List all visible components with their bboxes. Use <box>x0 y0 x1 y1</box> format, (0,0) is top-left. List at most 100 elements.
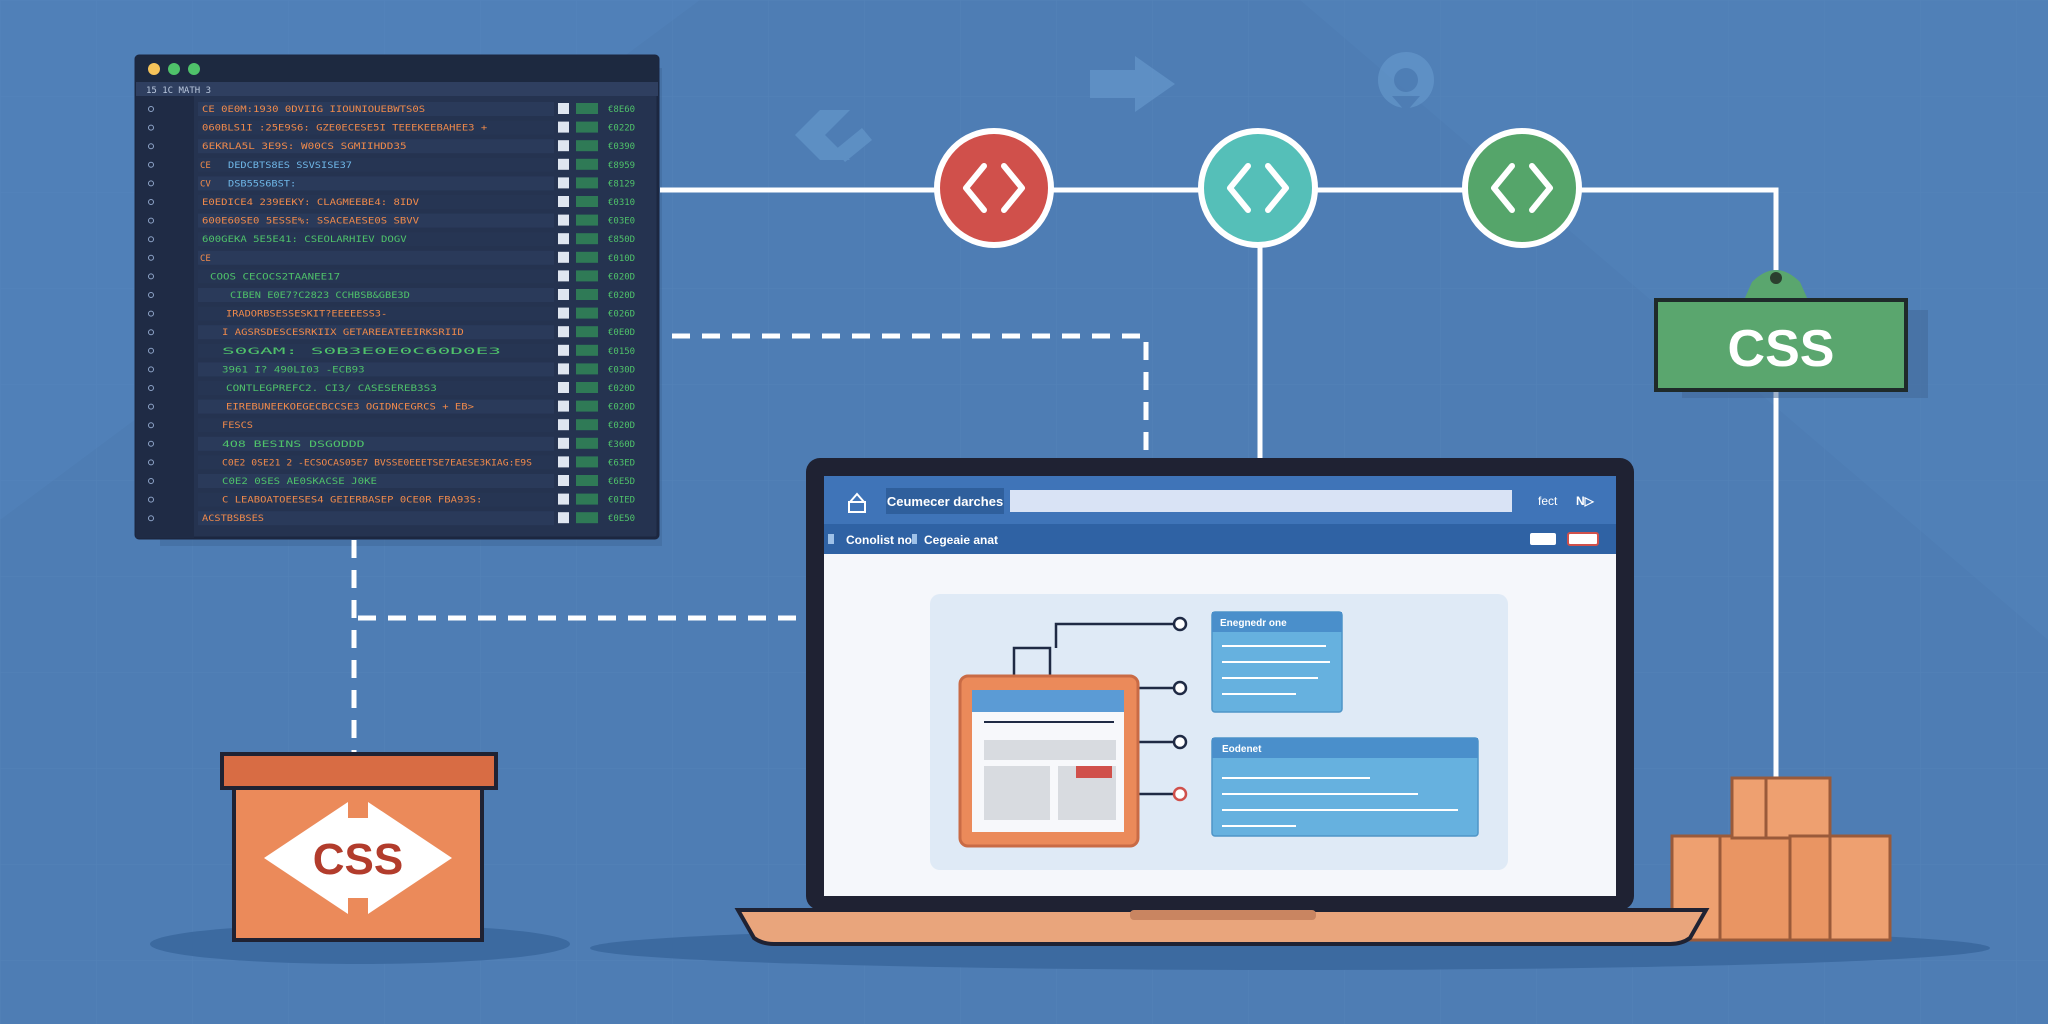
code-line-text: C0E2 0SE21 2 -ECSOCAS05E7 BVSSE0EEETSE7E… <box>222 458 532 468</box>
css-tag: CSS <box>1654 270 1928 398</box>
code-line-bg <box>198 343 554 358</box>
line-bullet-icon <box>148 366 154 373</box>
code-line-value: €020D <box>608 384 635 394</box>
code-line-value: €8959 <box>608 161 635 171</box>
breadcrumb-item-1[interactable]: Conolist no <box>846 533 912 547</box>
code-line-marker: CE <box>200 254 211 264</box>
line-status-pill <box>576 233 598 245</box>
code-line-text: CONTLEGPREFC2. CI3/ CASESEREB3S3 <box>226 384 437 394</box>
line-checkbox <box>558 493 569 505</box>
code-line-text: DSB55S6BST: <box>228 179 296 189</box>
code-line-bg <box>198 492 554 507</box>
diagram-node-3 <box>1172 734 1188 750</box>
package-middle <box>1788 834 1832 942</box>
browser-nav-right: fect <box>1538 494 1558 508</box>
line-checkbox <box>558 270 569 282</box>
line-checkbox <box>558 177 569 189</box>
code-brackets-icon <box>963 163 1025 213</box>
code-line-text: COOS CECOCS2TAANEE17 <box>210 272 340 282</box>
browser-toolbar-button-1[interactable] <box>1530 533 1556 545</box>
line-status-pill <box>576 251 598 263</box>
code-line-text: C LEABOATOEESES4 GEIERBASEP 0CE0R FBA93S… <box>222 496 482 506</box>
laptop-hinge <box>1130 910 1316 920</box>
code-editor-gutter <box>136 96 194 538</box>
breadcrumb-marker <box>828 534 834 544</box>
gear-bug-icon <box>1378 52 1434 112</box>
browser-search-bar[interactable] <box>1010 490 1512 512</box>
diagram-line-top <box>1054 622 1178 648</box>
css-box: CSS <box>220 752 498 942</box>
code-line-text: 060BLS1I :25E9S6: GZE0ECESE5I TEEEKEEBAH… <box>202 124 488 134</box>
code-line-value: €6E5D <box>608 477 635 487</box>
browser-title-box <box>886 488 1004 514</box>
css-box-lid <box>220 752 498 790</box>
code-line-text: FESCS <box>222 421 253 431</box>
line-status-pill <box>576 512 598 524</box>
browser-nav-right-2: N▷ <box>1576 494 1595 508</box>
info-card-1: Enegnedr one <box>1211 611 1343 713</box>
code-line-value: €020D <box>608 291 635 301</box>
code-line-text: EIREBUNEEKOEGECBCCSE3 OGIDNCEGRCS + EB> <box>226 403 475 413</box>
code-line-marker: CV <box>200 179 211 189</box>
line-bullet-icon <box>148 143 154 150</box>
code-line-value: €0E50 <box>608 514 635 524</box>
line-status-pill <box>576 289 598 300</box>
line-checkbox <box>558 121 569 133</box>
code-line-value: €020D <box>608 403 635 413</box>
code-brackets-icon <box>1491 163 1553 213</box>
line-checkbox <box>558 251 569 263</box>
code-editor-header: 15 1C MATH 3 <box>146 86 211 96</box>
code-line-bg <box>198 325 554 340</box>
line-bullet-icon <box>148 478 154 484</box>
line-status-pill <box>576 437 598 449</box>
code-line-value: €0IED <box>608 496 635 506</box>
code-line-text: 3961 I? 490LI03 -ECB93 <box>222 365 365 375</box>
code-node-red <box>934 128 1054 248</box>
window-dot-yellow <box>148 63 160 75</box>
code-line-text: 6EKRLA5L 3E9S: W00CS SGMIIHDD35 <box>202 142 407 152</box>
code-line-value: €0390 <box>608 142 635 152</box>
code-line-text: ACSTBSBSES <box>202 514 264 524</box>
code-line-text: IRADORBSESSESKIT?EEEEESS3- <box>226 310 387 320</box>
line-status-pill <box>576 400 598 412</box>
code-line-value: €0310 <box>608 198 635 208</box>
line-status-pill <box>576 419 598 431</box>
info-card-1-header <box>1212 612 1342 632</box>
code-line-text: DEDCBTS8ES SSVSISE37 <box>228 161 352 171</box>
window-dot-green-2 <box>188 63 200 75</box>
line-bullet-icon <box>148 180 154 187</box>
code-editor-tabbar <box>136 82 658 96</box>
code-line-value: €0E0D <box>608 328 635 338</box>
code-line-value: €0150 <box>608 347 635 357</box>
line-bullet-icon <box>148 329 154 336</box>
code-line-value: €8E60 <box>608 105 635 115</box>
browser-toolbar-button-2[interactable] <box>1567 532 1599 546</box>
code-line-text: E0EDICE4 239EEKY: CLAGMEEBE4: 8IDV <box>202 198 420 208</box>
line-status-pill <box>576 103 598 114</box>
code-line-value: €850D <box>608 235 635 245</box>
line-status-pill <box>576 475 598 486</box>
diagram-node-4 <box>1172 786 1188 802</box>
line-bullet-icon <box>148 254 154 261</box>
line-checkbox <box>558 344 569 356</box>
code-line-bg <box>198 176 554 191</box>
line-checkbox <box>558 233 569 245</box>
line-bullet-icon <box>148 273 154 280</box>
package-top <box>1730 776 1832 840</box>
info-card-2-header <box>1212 738 1478 758</box>
code-line-value: €010D <box>608 254 635 264</box>
code-line-bg <box>198 102 554 116</box>
line-bullet-icon <box>148 217 154 224</box>
code-line-text: 4O8 BESINS DSGODDD <box>222 440 365 450</box>
code-node-green <box>1462 128 1582 248</box>
mini-window-block-1 <box>984 740 1116 760</box>
line-status-pill <box>576 121 598 133</box>
code-line-value: €020D <box>608 272 635 282</box>
code-line-value: €022D <box>608 124 635 134</box>
diagram-node-1 <box>1172 616 1188 632</box>
info-card-2: Eodenet <box>1211 737 1479 837</box>
line-bullet-icon <box>148 459 154 466</box>
breadcrumb-item-2[interactable]: Cegeaie anat <box>924 533 998 547</box>
css-box-label: CSS <box>313 835 403 884</box>
